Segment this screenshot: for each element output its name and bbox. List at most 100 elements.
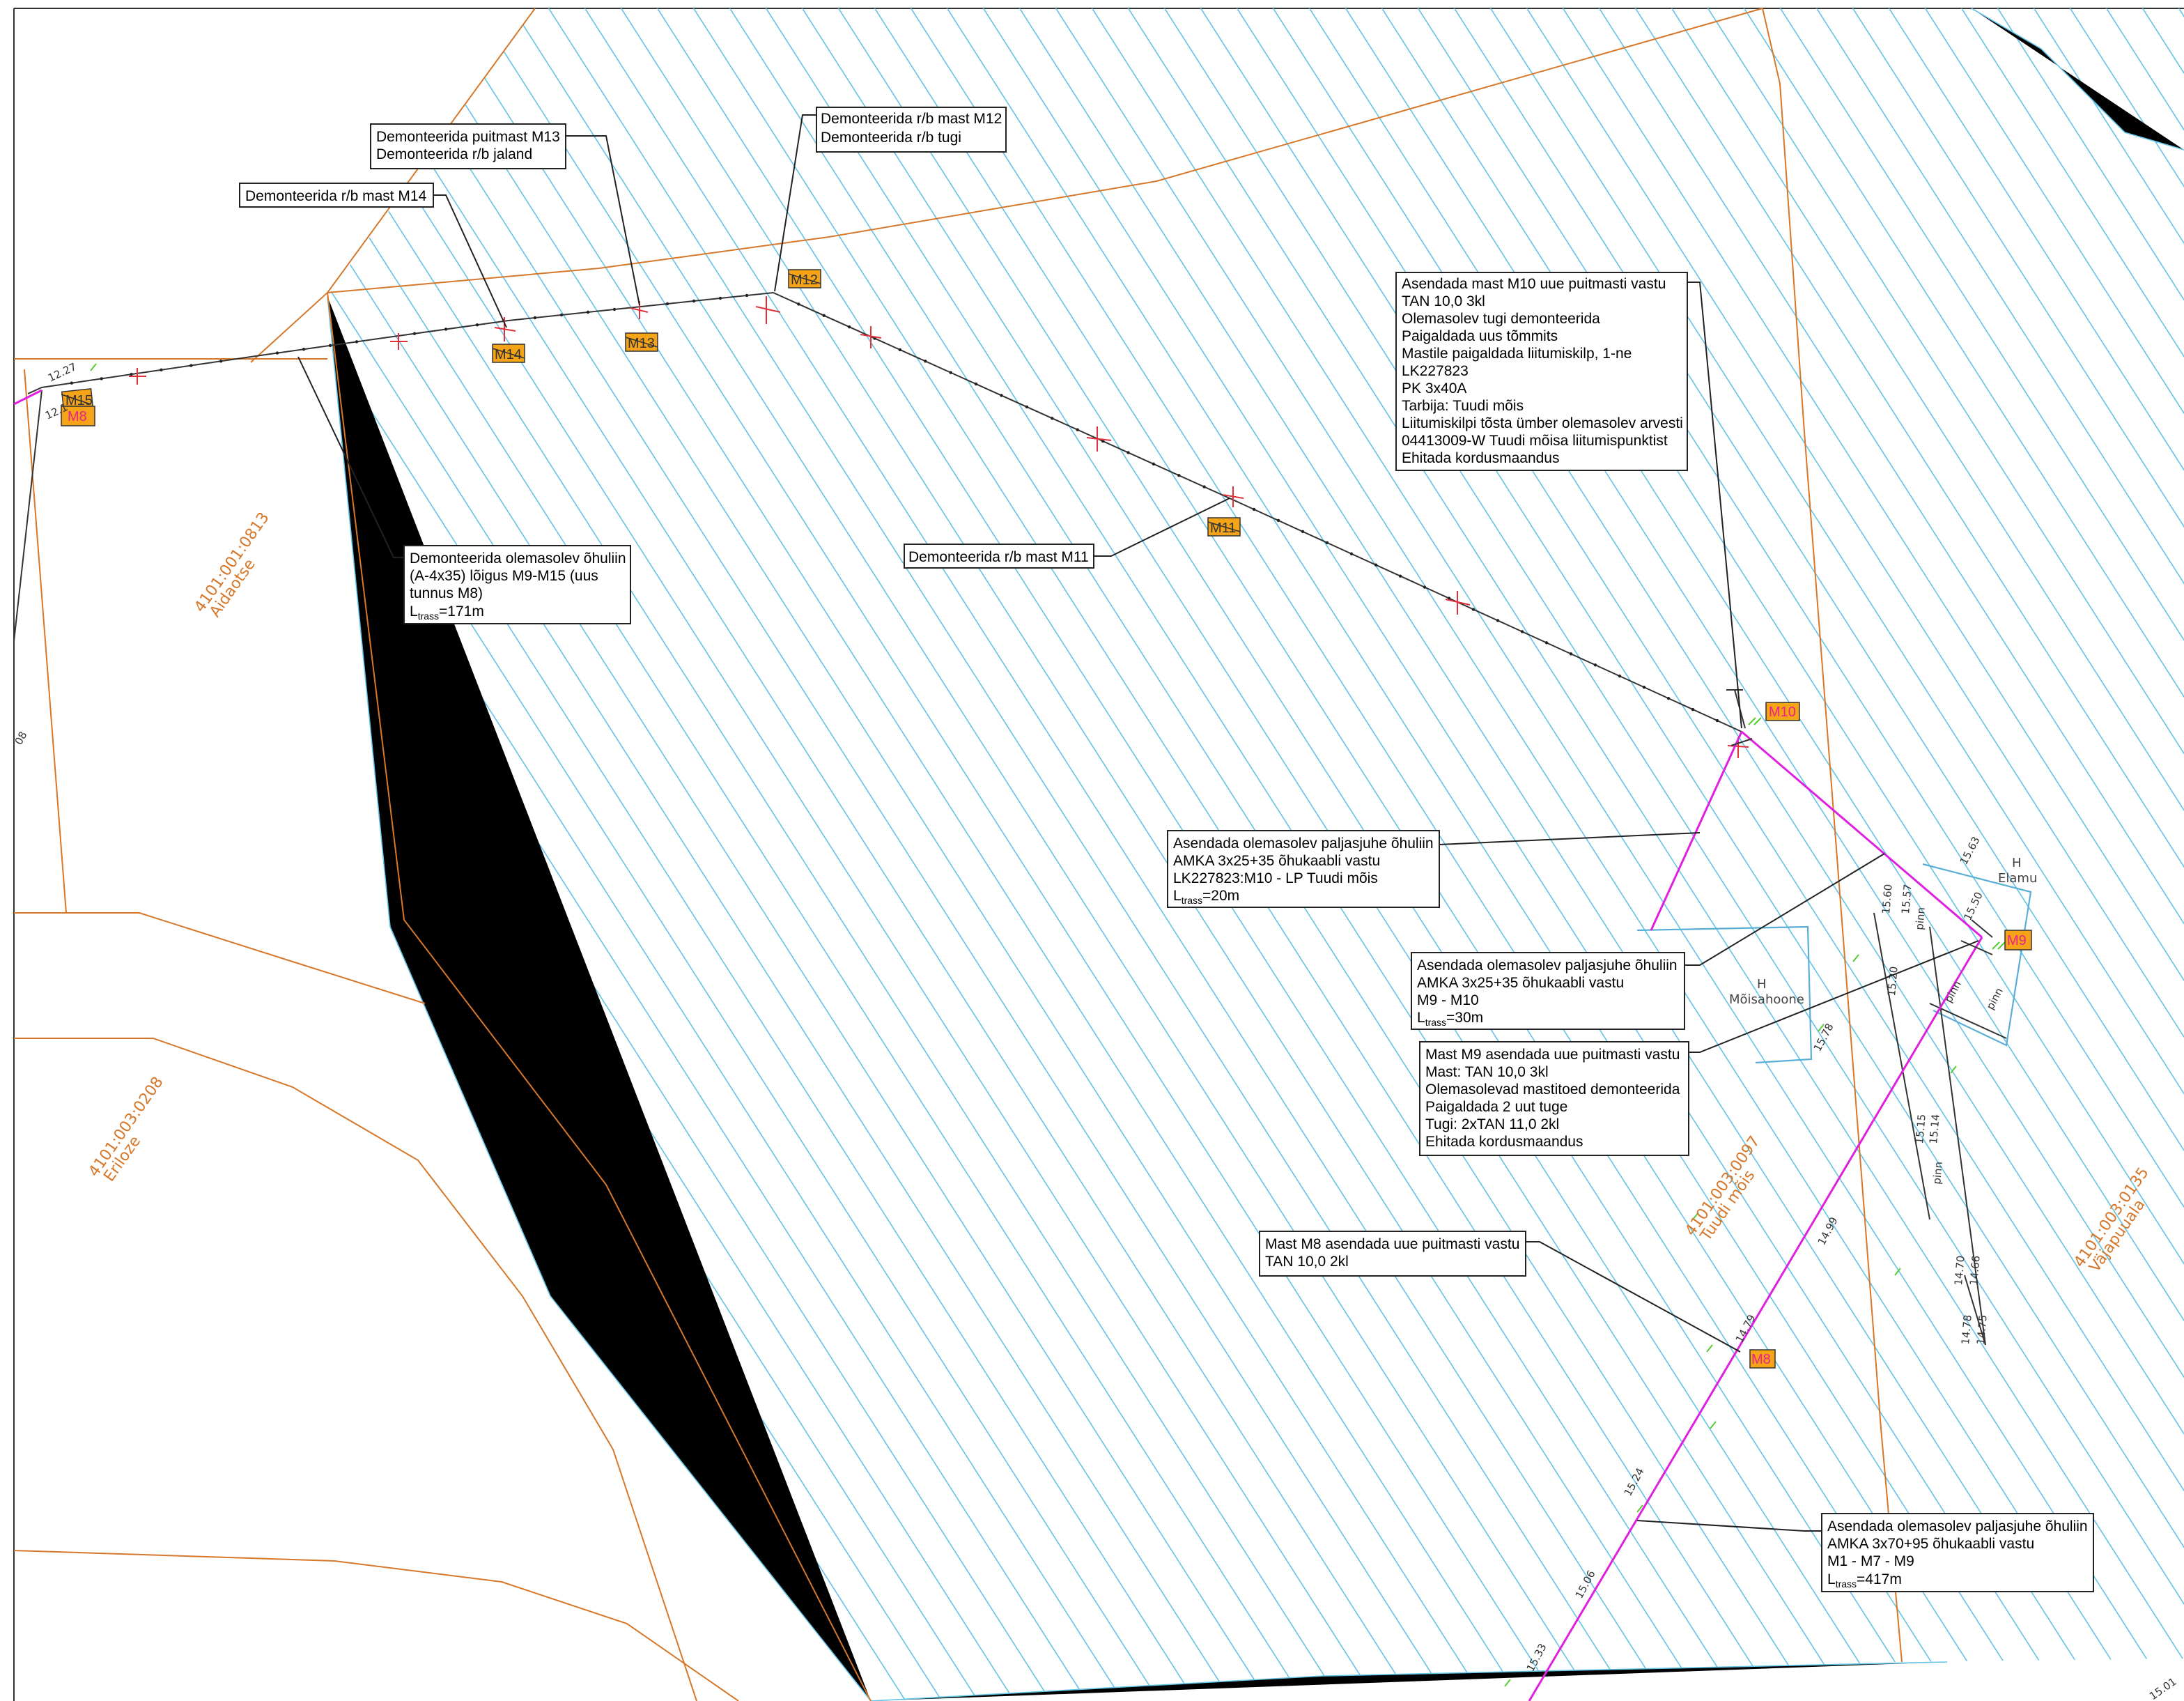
line-tick — [559, 313, 564, 317]
elevation-label: 15.60 — [1880, 884, 1895, 914]
hatch-line — [1448, 8, 1895, 1701]
mast-M10[interactable]: M10 — [1765, 702, 1800, 721]
mast-M8-west[interactable]: M8 — [61, 406, 95, 426]
line-tick — [1593, 663, 1597, 667]
elevation-label: 15.63 — [1958, 835, 1983, 867]
hatch-line — [1773, 8, 2184, 1662]
line-tick — [70, 381, 74, 385]
mast-M8[interactable]: M8 — [1749, 1349, 1776, 1369]
hatch-line — [434, 8, 1522, 1701]
hatch-line — [1159, 8, 1895, 1701]
line-tick — [1398, 574, 1402, 578]
hatch-line — [2029, 0, 2184, 1701]
hatch-line — [0, 0, 145, 1701]
line-tick — [949, 371, 952, 374]
callout-lk-m10-line-3: LK227823:M10 - LP Tuudi mõis — [1173, 870, 1378, 886]
hatch-line — [0, 0, 688, 1701]
line-tick — [898, 348, 902, 352]
hatch-line — [327, 8, 1196, 1701]
leader-lines — [297, 114, 1979, 1532]
line-tick — [692, 299, 696, 303]
hatch-line — [2028, 8, 2184, 1662]
callout-m10-line-11: Ehitada kordusmaandus — [1402, 450, 1559, 466]
line-tick — [1000, 394, 1003, 397]
callout-m9-m10-line-1: Asendada olemasolev paljasjuhe õhuliin — [1417, 957, 1678, 973]
mast-M9-label: M9 — [2007, 933, 2027, 948]
line-tick — [718, 296, 722, 300]
hatch-line — [1773, 8, 2184, 1662]
ltrass-value: 30m — [1455, 1010, 1483, 1026]
hatch-line — [1773, 8, 2184, 1662]
line-tick — [1076, 428, 1079, 431]
hatch-line — [327, 8, 1414, 1701]
hatch-line — [2137, 8, 2184, 1662]
hatch-line — [1920, 0, 2184, 1701]
callout-m9-line-6: Ehitada kordusmaandus — [1425, 1134, 1583, 1150]
ltrass-prefix: L — [1173, 888, 1182, 904]
ltrass-eq: = — [1446, 1010, 1455, 1026]
hatch-line — [1086, 8, 1895, 1701]
hatch-line — [470, 8, 1558, 1701]
line-tick — [797, 302, 800, 306]
hatch-line — [1557, 8, 1895, 1701]
mast-M14[interactable]: M14 — [492, 344, 525, 363]
line-tick — [130, 372, 133, 376]
callout-ohuliin-line-3: tunnus M8) — [410, 585, 483, 601]
mast-M11[interactable]: M11 — [1207, 517, 1241, 537]
mast-M12[interactable]: M12 — [788, 269, 821, 288]
hatch-line — [1773, 8, 2138, 1662]
line-tick — [1101, 439, 1105, 443]
ltrass-subscript: trass — [1425, 1017, 1446, 1028]
line-tick — [1642, 685, 1646, 689]
line-tick — [1569, 652, 1573, 656]
line-tick — [1423, 585, 1427, 589]
line-tick — [1252, 507, 1256, 511]
hatch-line — [327, 8, 1160, 1701]
elevation-label: 14.78 — [1959, 1314, 1974, 1345]
hatch-line — [0, 0, 145, 1701]
ltrass-prefix: L — [1417, 1010, 1425, 1026]
hatch-line — [1773, 8, 2184, 1662]
hatch-line — [1773, 8, 2184, 1662]
ltrass-subscript: trass — [1836, 1578, 1857, 1590]
elevation-label: 15.15 — [1913, 1114, 1928, 1144]
hatch-line — [1883, 8, 1895, 1701]
callout-m9-line-1: Mast M9 asendada uue puitmasti vastu — [1425, 1047, 1680, 1063]
mast-M15[interactable]: M15 — [61, 388, 94, 410]
callout-m9-line-4: Paigaldada 2 uut tuge — [1425, 1099, 1567, 1115]
line-tick — [1666, 696, 1671, 700]
callout-m10-line-4: Paigaldada uus tõmmits — [1402, 328, 1558, 344]
callout-m9-m10-ltrass: Ltrass=30m — [1417, 1010, 1483, 1028]
line-tick — [847, 325, 851, 329]
callout-ohuliin-ltrass: Ltrass=171m — [410, 603, 484, 622]
callout-m10-line-6: LK227823 — [1402, 363, 1469, 379]
line-tick — [1177, 474, 1181, 477]
hatch-line — [2137, 0, 2184, 1701]
mast-M13[interactable]: M13 — [625, 332, 658, 352]
line-tick — [1301, 530, 1305, 534]
callout-ohuliin-line-2: (A-4x35) lõigus M9-M15 (uus — [410, 568, 598, 584]
mast-M12-label: M12 — [791, 272, 818, 288]
hatch-line — [506, 8, 1595, 1701]
hatch-line — [1773, 8, 2184, 1662]
line-tick — [1618, 675, 1622, 678]
line-tick — [1202, 485, 1206, 488]
mast-M11-label: M11 — [1210, 521, 1236, 536]
hatch-line — [1376, 8, 1895, 1701]
hatch-line — [1773, 8, 2184, 1662]
elevation-label: 15.20 — [1885, 966, 1900, 996]
hatch-line — [398, 8, 1486, 1701]
hatch-line — [0, 0, 181, 1701]
mast-M9[interactable]: M9 — [2004, 930, 2032, 950]
callout-m14-line-1: Demonteerida r/b mast M14 — [245, 188, 427, 204]
line-tick — [275, 351, 279, 355]
mast-M13-label: M13 — [628, 336, 655, 351]
building-moisahoone-letter: H — [1757, 977, 1767, 992]
hatch-line — [0, 0, 254, 1701]
elevation-label: 15.50 — [1961, 890, 1985, 923]
line-tick — [1051, 417, 1054, 420]
hatch-line — [579, 8, 1667, 1701]
callout-ohuliin-line-1: Demonteerida olemasolev õhuliin — [410, 551, 626, 567]
